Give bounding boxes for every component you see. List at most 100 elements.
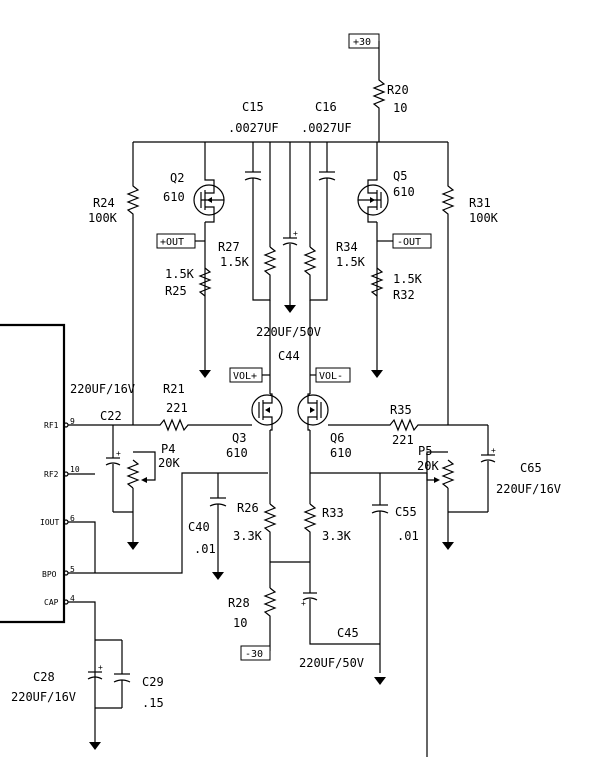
resistor-r33: R33 3.3K <box>303 503 352 562</box>
pin-name: BPO <box>42 570 57 579</box>
svg-text:+: + <box>293 229 298 238</box>
capacitor-c29: C29 .15 <box>113 640 164 710</box>
ic-pin-cap: CAP 4 <box>44 594 96 742</box>
c22-ref: C22 <box>100 409 122 423</box>
r26-ref: R26 <box>237 501 259 515</box>
r24-ref: R24 <box>93 196 115 210</box>
ground-icon <box>127 542 139 550</box>
c45-ref: C45 <box>337 626 359 640</box>
q6-value: 610 <box>330 446 352 460</box>
c44-ref: C44 <box>278 349 300 363</box>
p5-ref: P5 <box>418 444 432 458</box>
q3-ref: Q3 <box>232 431 246 445</box>
neg-out-label: -OUT <box>397 237 421 248</box>
capacitor-c16 <box>318 142 336 215</box>
capacitor-c55: C55 .01 <box>371 473 419 685</box>
c16-value: .0027UF <box>301 121 352 135</box>
tag-vol-pos: VOL+ <box>229 367 270 383</box>
r32-value: 1.5K <box>393 272 423 286</box>
c45-value: 220UF/50V <box>299 656 364 670</box>
c44-value: 220UF/50V <box>256 325 321 339</box>
r20-ref: R20 <box>387 83 409 97</box>
pin-number: 9 <box>70 417 75 426</box>
p4-value: 20K <box>158 456 180 470</box>
ground-icon <box>442 542 454 550</box>
q5-ref: Q5 <box>393 169 407 183</box>
r25-ref: R25 <box>165 284 187 298</box>
q3-value: 610 <box>226 446 248 460</box>
ground-icon <box>212 572 224 580</box>
ic-pin-rf1: RF1 9 <box>44 417 95 430</box>
ic-pin-iout: IOUT 6 <box>40 514 96 573</box>
capacitor-c15 <box>244 142 262 215</box>
pin-number: 5 <box>70 565 75 574</box>
q2-value: 610 <box>163 190 185 204</box>
c65-value: 220UF/16V <box>496 482 561 496</box>
svg-text:+: + <box>116 449 121 458</box>
svg-text:+: + <box>98 663 103 672</box>
pin-number: 10 <box>70 465 80 474</box>
c28-value: 220UF/16V <box>11 690 76 704</box>
q6-ref: Q6 <box>330 431 344 445</box>
r34-ref: R34 <box>336 240 358 254</box>
potentiometer-p4: P4 20K <box>113 442 180 550</box>
ic-pin-rf2: RF2 10 <box>44 465 95 479</box>
capacitor-c22: + C22 220UF/16V <box>70 382 135 512</box>
mosfet-q5: Q5 610 <box>357 142 415 223</box>
svg-text:+: + <box>301 599 306 608</box>
c15-ref: C15 <box>242 100 264 114</box>
c16-ref: C16 <box>315 100 337 114</box>
r28-ref: R28 <box>228 596 250 610</box>
rail-pos-label: +30 <box>353 37 371 48</box>
p4-ref: P4 <box>161 442 175 456</box>
resistor-r27: R27 1.5K <box>218 215 277 301</box>
tag-pos-out: +OUT <box>156 233 205 249</box>
r24-value: 100K <box>88 211 118 225</box>
resistor-r32: 1.5K R32 <box>370 267 423 302</box>
pin-name: RF1 <box>44 421 59 430</box>
resistor-r25: 1.5K R25 <box>165 267 212 298</box>
rail-pos-box: +30 <box>348 33 380 49</box>
p5-value: 20K <box>417 459 439 473</box>
c22-value: 220UF/16V <box>70 382 135 396</box>
r31-ref: R31 <box>469 196 491 210</box>
ground-icon <box>374 677 386 685</box>
r20-value: 10 <box>393 101 407 115</box>
c29-ref: C29 <box>142 675 164 689</box>
q2-ref: Q2 <box>170 171 184 185</box>
mosfet-q3: Q3 610 <box>226 393 283 460</box>
tag-neg-out: -OUT <box>377 233 432 249</box>
potentiometer-p5: P5 20K <box>417 444 488 550</box>
r32-ref: R32 <box>393 288 415 302</box>
r33-ref: R33 <box>322 506 344 520</box>
resistor-r35: R35 221 <box>328 403 488 447</box>
svg-text:+: + <box>491 446 496 455</box>
r25-value: 1.5K <box>165 267 195 281</box>
c65-ref: C65 <box>520 461 542 475</box>
ground-icon <box>371 370 383 378</box>
resistor-r34: R34 1.5K <box>303 215 366 301</box>
r27-value: 1.5K <box>220 255 250 269</box>
r31-value: 100K <box>469 211 499 225</box>
vol-neg-label: VOL- <box>319 371 343 382</box>
capacitor-c44: + 220UF/50V C44 <box>256 142 321 363</box>
ground-icon <box>89 742 101 750</box>
resistor-r26: R26 3.3K <box>233 501 277 562</box>
c40-value: .01 <box>194 542 216 556</box>
r35-ref: R35 <box>390 403 412 417</box>
ic-pin-bpo: BPO 5 <box>42 472 268 579</box>
rail-neg-label: -30 <box>245 649 263 660</box>
r28-value: 10 <box>233 616 247 630</box>
resistor-r24: R24 100K <box>88 142 140 425</box>
tag-vol-neg: VOL- <box>310 367 351 383</box>
ground-icon <box>284 305 296 313</box>
capacitor-c40: C40 .01 <box>188 473 227 580</box>
r33-value: 3.3K <box>322 529 352 543</box>
mosfet-q6: Q6 610 <box>297 393 352 460</box>
mosfet-q2: Q2 610 <box>163 142 225 223</box>
capacitor-c28: + C28 220UF/16V <box>11 663 103 704</box>
pin-name: IOUT <box>40 518 59 527</box>
c29-value: .15 <box>142 696 164 710</box>
ground-icon <box>199 370 211 378</box>
